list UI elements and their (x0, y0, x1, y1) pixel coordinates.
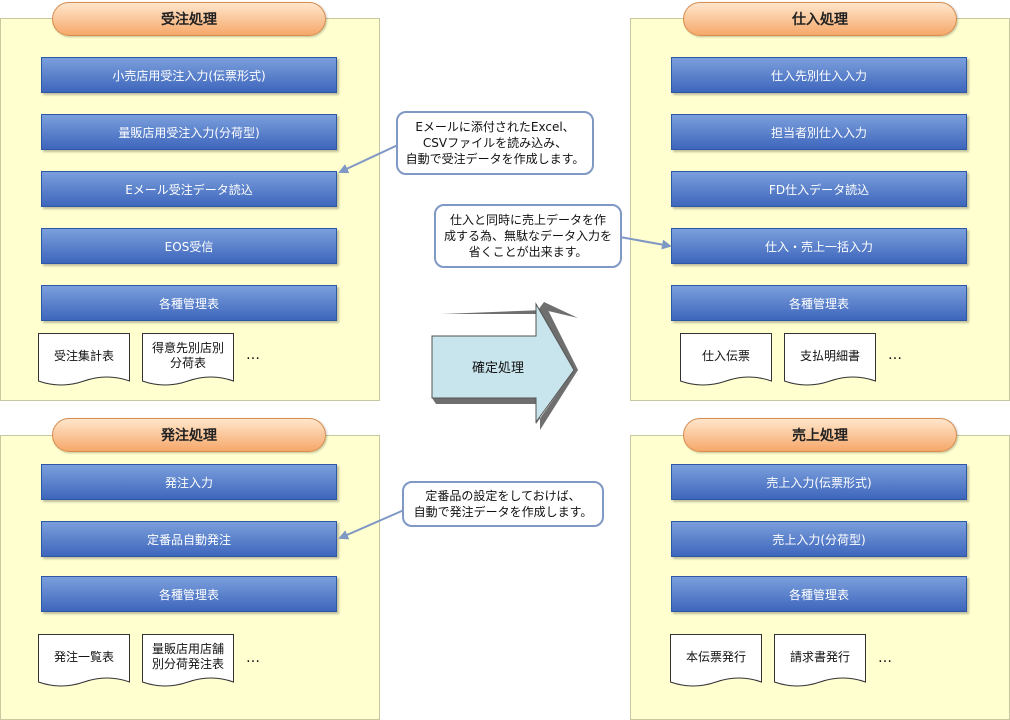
sales-more-ellipsis: … (878, 650, 893, 666)
document-icon (670, 634, 762, 687)
order-eos-receive-button[interactable]: EOS受信 (41, 228, 337, 264)
document-icon (142, 333, 234, 386)
placing-store-split-doc[interactable]: 量販店用店舗 別分荷発注表 (142, 634, 234, 687)
auto-order-callout: 定番品の設定をしておけば、 自動で発注データを作成します。 (402, 481, 604, 527)
purchase-by-staff-button[interactable]: 担当者別仕入入力 (671, 114, 967, 150)
order-email-import-button[interactable]: Eメール受注データ読込 (41, 171, 337, 207)
doc-label: 発注一覧表 (53, 649, 114, 664)
document-icon (142, 634, 234, 687)
purchase-slip-doc[interactable]: 仕入伝票 (680, 333, 772, 386)
placing-entry-button[interactable]: 発注入力 (41, 464, 337, 500)
document-icon (38, 333, 130, 386)
order-summary-doc[interactable]: 受注集計表 (38, 333, 130, 386)
purchase-fd-import-button[interactable]: FD仕入データ読込 (671, 171, 967, 207)
doc-label: 受注集計表 (53, 348, 114, 363)
purchase-more-ellipsis: … (888, 347, 903, 363)
document-icon (680, 333, 772, 386)
doc-label: 量販店用店舗 別分荷発注表 (151, 642, 224, 671)
order-reports-button[interactable]: 各種管理表 (41, 285, 337, 321)
document-icon (38, 634, 130, 687)
placing-list-doc[interactable]: 発注一覧表 (38, 634, 130, 687)
purchase-by-supplier-button[interactable]: 仕入先別仕入入力 (671, 57, 967, 93)
purchase-sales-bulk-entry-button[interactable]: 仕入・売上一括入力 (671, 228, 967, 264)
placing-more-ellipsis: … (246, 650, 261, 666)
email-import-callout: Eメールに添付されたExcel、 CSVファイルを読み込み、 自動で受注データを… (396, 111, 594, 175)
order-more-ellipsis: … (246, 347, 261, 363)
confirm-process-label: 確定処理 (472, 361, 525, 376)
sales-reports-button[interactable]: 各種管理表 (671, 576, 967, 612)
sales-split-entry-button[interactable]: 売上入力(分荷型) (671, 521, 967, 557)
doc-label: 本伝票発行 (685, 649, 746, 664)
invoice-issue-doc[interactable]: 請求書発行 (774, 634, 866, 687)
document-icon (774, 634, 866, 687)
doc-label: 仕入伝票 (701, 348, 750, 363)
main-slip-issue-doc[interactable]: 本伝票発行 (670, 634, 762, 687)
doc-label: 請求書発行 (789, 649, 850, 664)
sales-panel-title: 売上処理 (683, 418, 957, 452)
order-customer-store-doc[interactable]: 得意先別店別 分荷表 (142, 333, 234, 386)
placing-auto-order-button[interactable]: 定番品自動発注 (41, 521, 337, 557)
placing-reports-button[interactable]: 各種管理表 (41, 576, 337, 612)
sales-slip-entry-button[interactable]: 売上入力(伝票形式) (671, 464, 967, 500)
bulk-entry-callout: 仕入と同時に売上データを作 成する為、無駄なデータ入力を 省くことが出来ます。 (434, 204, 622, 268)
purchase-reports-button[interactable]: 各種管理表 (671, 285, 967, 321)
doc-label: 支払明細書 (799, 348, 860, 363)
doc-label: 得意先別店別 分荷表 (151, 341, 224, 370)
order-retail-entry-button[interactable]: 小売店用受注入力(伝票形式) (41, 57, 337, 93)
order-panel-title: 受注処理 (52, 2, 326, 36)
document-icon (784, 333, 876, 386)
payment-statement-doc[interactable]: 支払明細書 (784, 333, 876, 386)
purchase-panel-title: 仕入処理 (683, 2, 957, 36)
placing-panel-title: 発注処理 (52, 418, 326, 452)
order-mass-retail-entry-button[interactable]: 量販店用受注入力(分荷型) (41, 114, 337, 150)
